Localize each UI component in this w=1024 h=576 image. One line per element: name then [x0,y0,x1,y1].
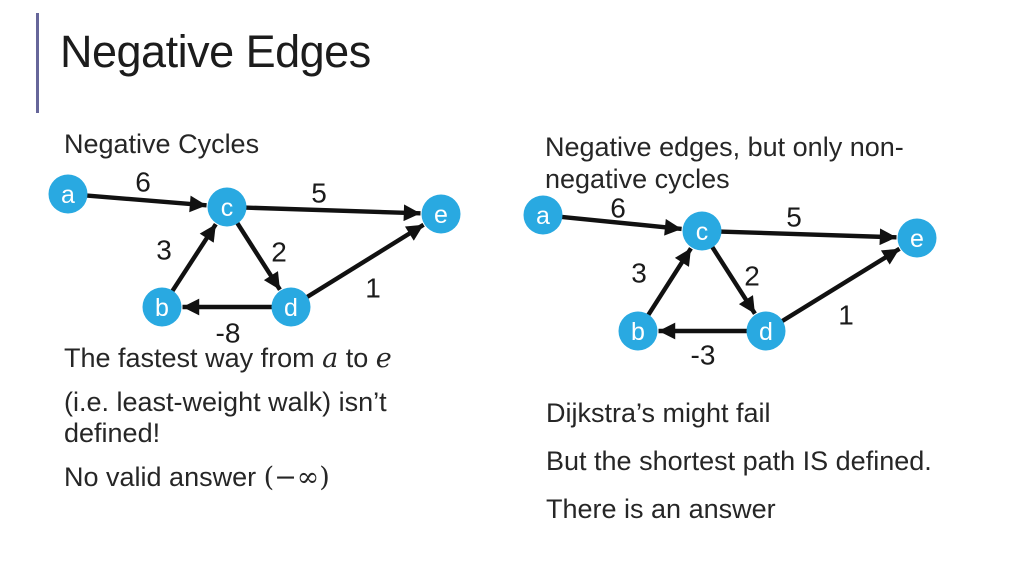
graph-node-b [618,311,658,351]
graph-node-label-a: a [536,202,550,230]
slide-title: Negative Edges [60,26,371,77]
graph-node-label-a: a [61,181,75,209]
graph-node-label-e: e [910,225,924,253]
graph-node-label-b: b [631,318,645,346]
graph-node-label-e: e [434,201,448,229]
edge-c-d [234,220,282,291]
left-paragraph-no-valid-answer: No valid answer (−∞) [64,462,330,493]
graph-node-b [142,287,182,327]
edge-weight-c-e: 5 [786,202,802,233]
edge-weight-a-c: 6 [610,193,626,224]
edge-weight-c-d: 2 [271,237,287,268]
edge-c-e [719,228,897,246]
left-column-heading: Negative Cycles [64,129,260,159]
right-paragraph-answer: There is an answer [546,494,776,524]
graph-node-e [421,194,461,234]
edge-d-e [304,222,425,300]
graph-node-c [682,211,722,251]
edge-weight-d-e: 1 [365,273,381,304]
graph-node-label-c: c [221,194,234,222]
title-accent-bar [36,13,39,113]
edge-weight-b-c: 3 [156,235,172,266]
negative-cycle-graph: 6 5 3 2 1 -8 a c e b d [48,167,461,349]
graph-node-a [48,174,88,214]
math-var-e: e [375,343,392,374]
edge-weight-d-b: -8 [216,318,241,349]
edge-b-c [169,222,218,294]
math-var-a: a [322,343,339,374]
left-text-block: The fastest way from a to e (i.e. least-… [64,343,504,506]
edge-a-c [560,214,682,236]
math-negative-infinity: (−∞) [263,462,330,493]
edge-weight-d-e: 1 [838,300,854,331]
right-paragraph-shortest-path: But the shortest path IS defined. [546,446,932,476]
right-paragraph-dijkstra: Dijkstra’s might fail [546,398,771,428]
graph-node-d [271,287,311,327]
edge-d-e [779,246,901,324]
graph-node-e [897,218,937,258]
graph-node-label-c: c [696,218,709,246]
edge-weight-d-b: -3 [691,340,716,371]
edge-c-d [709,244,757,315]
graph-node-label-b: b [155,294,169,322]
graph-node-a [523,195,563,235]
edge-b-c [645,247,693,318]
right-text-block: Dijkstra’s might fail But the shortest p… [546,398,1006,542]
edge-weight-a-c: 6 [135,167,151,198]
graph-node-d [746,311,786,351]
left-paragraph-fastest-way: The fastest way from a to e [64,343,392,374]
edge-a-c [85,193,207,213]
graph-node-c [207,187,247,227]
graph-node-label-d: d [759,318,773,346]
edge-weight-b-c: 3 [631,258,647,289]
graph-node-label-d: d [284,294,298,322]
right-column-heading: Negative edges, but only non- negative c… [545,132,904,194]
edge-weight-c-e: 5 [311,178,327,209]
edge-weight-c-d: 2 [744,261,760,292]
non-negative-cycle-graph: 6 5 3 2 1 -3 a c e b d [523,193,937,371]
edge-c-e [244,204,421,222]
